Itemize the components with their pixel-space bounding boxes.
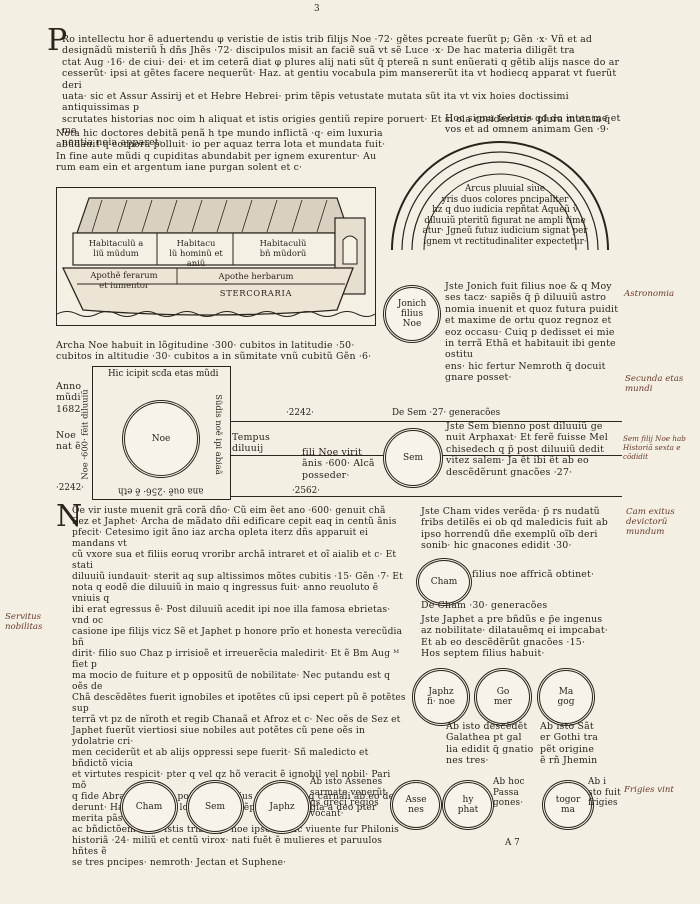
frame-right-text: Sũdis noẽ ipi abiaã <box>213 394 224 475</box>
bottom-signature: A 7 <box>505 838 520 848</box>
rainbow-woodcut <box>380 92 620 257</box>
rainbow-arch-svg <box>391 141 609 251</box>
timeline-rule-top <box>230 421 622 423</box>
sem-generations-heading: De Sem ·27· generacões <box>392 408 501 418</box>
ark-panel-2: Apothe herbarum <box>218 271 294 281</box>
frame-top-text: Hic icipit scđa etas mũdi <box>108 369 219 379</box>
initial-letter-n: N <box>56 499 83 534</box>
year-2562: ·2562· <box>292 486 320 496</box>
frame-left-text: Noe ·600· fẽit diluuiũ <box>79 389 90 480</box>
sem-circle: Sem <box>383 428 443 488</box>
ark-panel-3: STERCORARIA <box>219 288 293 298</box>
cham-generations-heading: De Cham ·30· generacões <box>421 600 548 611</box>
left-column-top-text: Nota hic doctores debitã penã h tpe mund… <box>56 128 386 174</box>
marginalia-frigies: Frigies vint <box>624 785 674 795</box>
second-age-frame <box>92 366 231 500</box>
year-2242: ·2242· <box>286 408 314 418</box>
frame-bottom-text: ana ouẽ ·256· ẽ eth <box>118 485 204 496</box>
noe-circle: Noe <box>122 400 200 478</box>
page-number: 3 <box>314 4 320 14</box>
cham-side-note: filius noe affricã obtinet· <box>472 569 595 580</box>
bottom-japhz-circle: Japhz <box>253 780 311 834</box>
bottom-sem-circle: Sem <box>186 780 244 834</box>
initial-letter-p: P <box>47 23 68 58</box>
ark-caption: Archa Noe habuit in lõgitudine ·300· cub… <box>56 340 372 363</box>
top-paragraph: Ro intellectu hor ẽ aduertendu φ veristi… <box>62 34 620 148</box>
timeline-rule-bottom <box>230 496 622 498</box>
bottom-cham-circle: Cham <box>120 780 178 834</box>
ark-drawing-svg <box>56 188 376 325</box>
cham-circle: Cham <box>416 558 472 606</box>
number-mark: ·2242· <box>56 483 84 493</box>
marginalia-astronomia: Astronomia <box>624 289 675 299</box>
